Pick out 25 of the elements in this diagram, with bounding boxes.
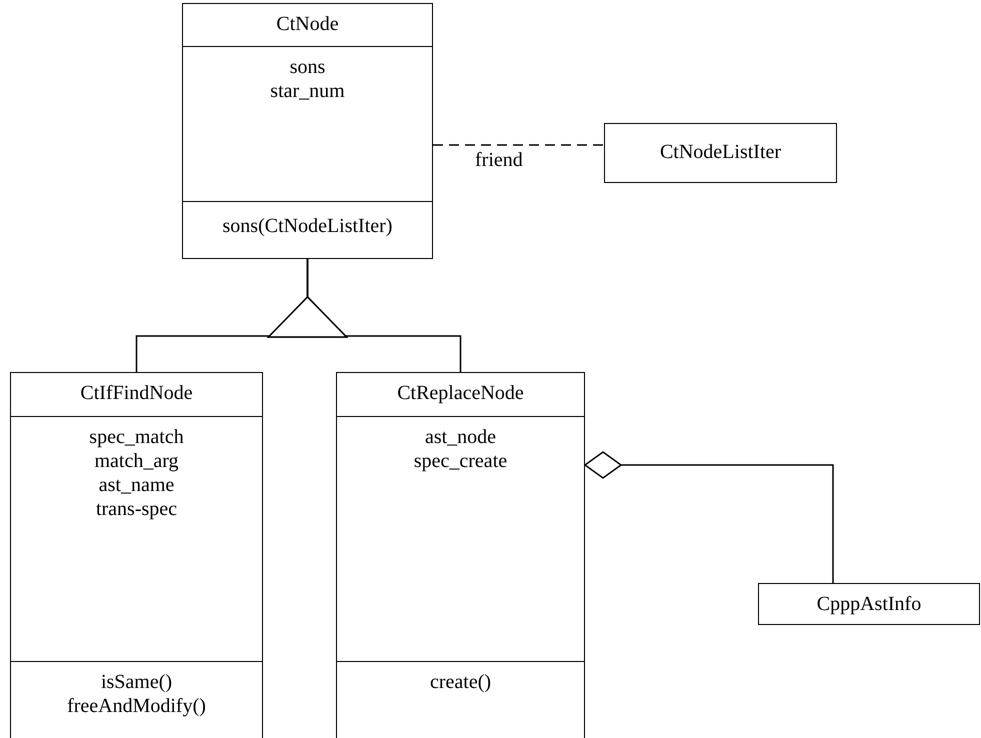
class-box [336, 372, 585, 738]
class-name: CtNodeListIter [660, 140, 782, 164]
class-name: CpppAstInfo [816, 592, 922, 616]
member-text: isSame() [100, 670, 172, 694]
member-text: ast_name [98, 473, 174, 497]
aggregation-line [584, 451, 834, 583]
class-name: CtIfFindNode [80, 381, 193, 405]
member-text: sons [290, 55, 326, 79]
member-text: star_num [270, 79, 345, 103]
member-text: freeAndModify() [67, 694, 206, 718]
association-line [433, 144, 604, 146]
member-text: sons(CtNodeListIter) [222, 214, 392, 238]
member-text: match_arg [94, 449, 179, 473]
member-text: trans-spec [96, 497, 178, 521]
member-text: spec_match [89, 425, 184, 449]
class-box [604, 123, 837, 183]
class-box [10, 372, 263, 738]
class-box [182, 3, 433, 259]
member-text: ast_node [424, 425, 496, 449]
class-name: CtReplaceNode [397, 381, 524, 405]
class-name: CtNode [276, 12, 339, 36]
member-text: spec_create [414, 449, 508, 473]
member-text: create() [430, 670, 492, 694]
class-box [758, 583, 980, 625]
inheritance-arrow [268, 258, 462, 372]
